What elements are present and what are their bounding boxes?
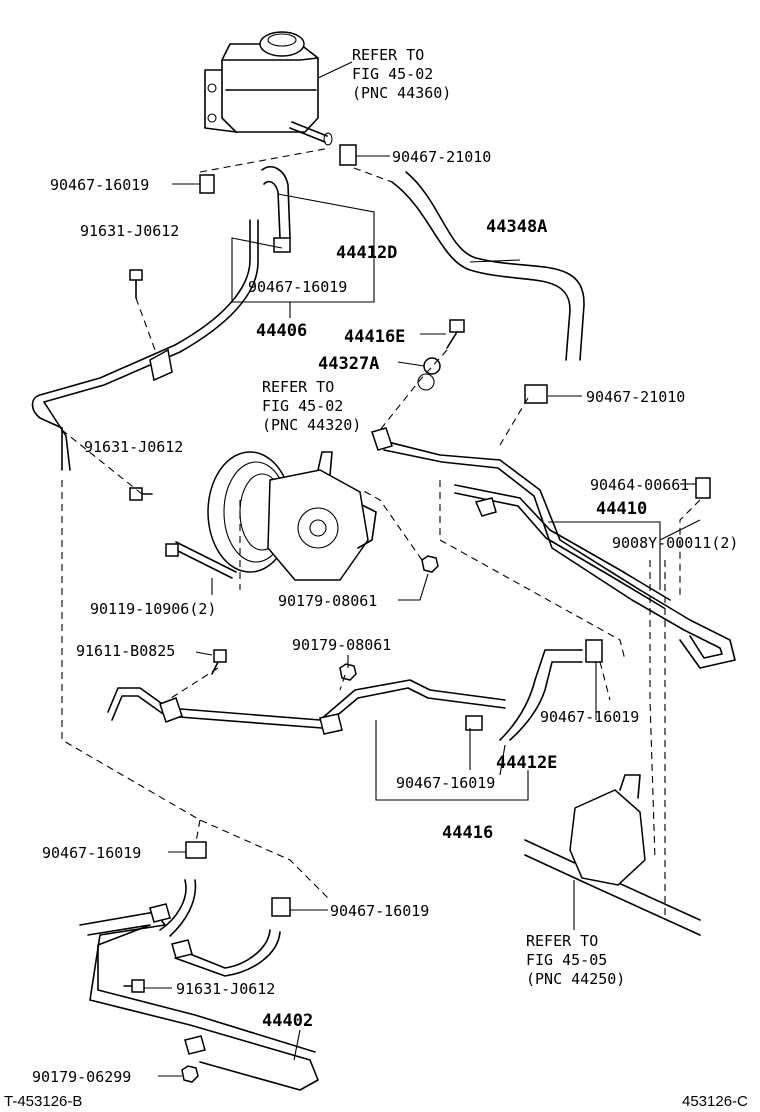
callout-gear: REFER TO FIG 45-05 (PNC 44250) bbox=[526, 932, 625, 988]
part-label-44416e: 44416E bbox=[344, 327, 405, 347]
callout-line: REFER TO bbox=[352, 46, 424, 64]
part-label-44410: 44410 bbox=[596, 499, 647, 519]
callout-line: FIG 45-02 bbox=[262, 397, 343, 415]
part-label-90179-08061: 90179-08061 bbox=[278, 592, 377, 610]
part-label-90467-21010: 90467-21010 bbox=[586, 388, 685, 406]
hose-44412d bbox=[261, 166, 291, 239]
part-label-90464-00661: 90464-00661 bbox=[590, 476, 689, 494]
part-label-91631-j0612: 91631-J0612 bbox=[84, 438, 183, 456]
part-label-44348a: 44348A bbox=[486, 217, 547, 237]
footer-left-code: T-453126-B bbox=[4, 1093, 82, 1110]
callout-line: (PNC 44360) bbox=[352, 84, 451, 102]
power-steering-pump bbox=[207, 451, 377, 581]
part-label-90467-16019: 90467-16019 bbox=[248, 278, 347, 296]
part-label-90467-16019: 90467-16019 bbox=[396, 774, 495, 792]
part-label-9008y-00011: 9008Y-00011(2) bbox=[612, 534, 738, 552]
hose-44412e bbox=[499, 649, 583, 741]
part-label-44412d: 44412D bbox=[336, 243, 397, 263]
part-label-90467-16019: 90467-16019 bbox=[540, 708, 639, 726]
part-label-91631-j0612: 91631-J0612 bbox=[176, 980, 275, 998]
cooler-44402 bbox=[79, 879, 319, 1091]
part-label-90119-10906: 90119-10906(2) bbox=[90, 600, 216, 618]
callout-line: (PNC 44250) bbox=[526, 970, 625, 988]
callout-line: FIG 45-05 bbox=[526, 951, 607, 969]
part-label-91631-j0612: 91631-J0612 bbox=[80, 222, 179, 240]
part-label-90467-16019: 90467-16019 bbox=[330, 902, 429, 920]
part-label-44327a: 44327A bbox=[318, 354, 379, 374]
part-label-90179-08061: 90179-08061 bbox=[292, 636, 391, 654]
callout-pump: REFER TO FIG 45-02 (PNC 44320) bbox=[262, 378, 361, 434]
part-label-90467-21010: 90467-21010 bbox=[392, 148, 491, 166]
hose-clamp-icon bbox=[185, 144, 711, 917]
callout-line: REFER TO bbox=[262, 378, 334, 396]
callout-line: FIG 45-02 bbox=[352, 65, 433, 83]
callout-line: (PNC 44320) bbox=[262, 416, 361, 434]
part-label-90467-16019: 90467-16019 bbox=[50, 176, 149, 194]
leader-lines bbox=[144, 61, 701, 1077]
footer-right-code: 453126-C bbox=[682, 1093, 748, 1110]
part-label-44412e: 44412E bbox=[496, 753, 557, 773]
reservoir-drawing bbox=[204, 31, 333, 146]
part-label-90179-06299: 90179-06299 bbox=[32, 1068, 131, 1086]
reference-lines bbox=[61, 147, 701, 920]
callout-reservoir: REFER TO FIG 45-02 (PNC 44360) bbox=[352, 46, 451, 102]
part-label-44402: 44402 bbox=[262, 1011, 313, 1031]
part-label-90467-16019: 90467-16019 bbox=[42, 844, 141, 862]
return-line-44410 bbox=[379, 439, 736, 669]
part-label-44416: 44416 bbox=[442, 823, 493, 843]
steering-gear bbox=[524, 774, 701, 936]
callout-line: REFER TO bbox=[526, 932, 598, 950]
part-label-44406: 44406 bbox=[256, 321, 307, 341]
pressure-line-44406 bbox=[31, 219, 259, 471]
bolt-icon bbox=[123, 269, 465, 993]
part-label-91611-b0825: 91611-B0825 bbox=[76, 642, 175, 660]
hose-44348a bbox=[391, 171, 585, 361]
line-bracket bbox=[149, 348, 173, 382]
